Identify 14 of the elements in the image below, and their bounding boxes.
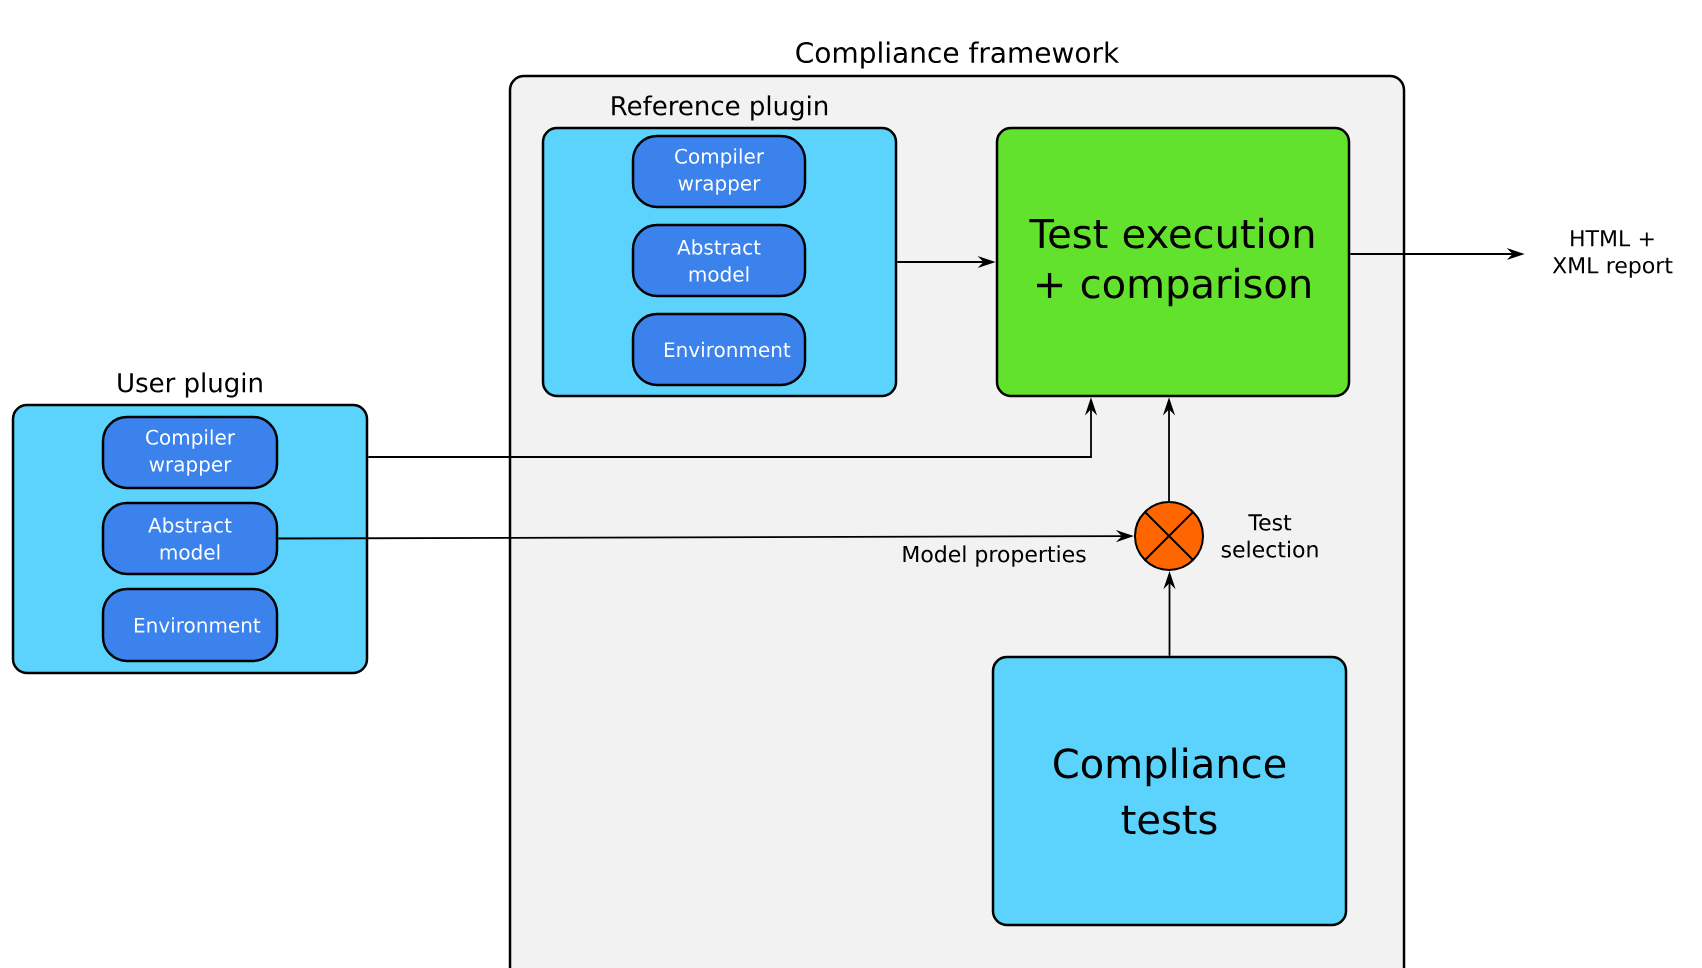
process-box: Compliance tests: [991, 655, 1348, 927]
component-pill: Abstract model: [631, 223, 807, 298]
edge-label: Model properties: [899, 543, 1089, 569]
node-label: Compliance framework: [796, 41, 1120, 69]
component-pill: Compiler wrapper: [101, 415, 279, 490]
node-label: Reference plugin: [612, 95, 828, 121]
component-pill: Environment: [631, 312, 807, 387]
node-caption: Test selection: [1221, 514, 1318, 558]
process-box: Test execution + comparison: [995, 126, 1351, 398]
component-pill: Abstract model: [101, 501, 279, 576]
component-pill: Environment: [101, 587, 279, 663]
output-label: HTML + XML report: [1552, 230, 1673, 278]
component-pill: Compiler wrapper: [631, 134, 807, 209]
node-label: User plugin: [118, 372, 262, 398]
